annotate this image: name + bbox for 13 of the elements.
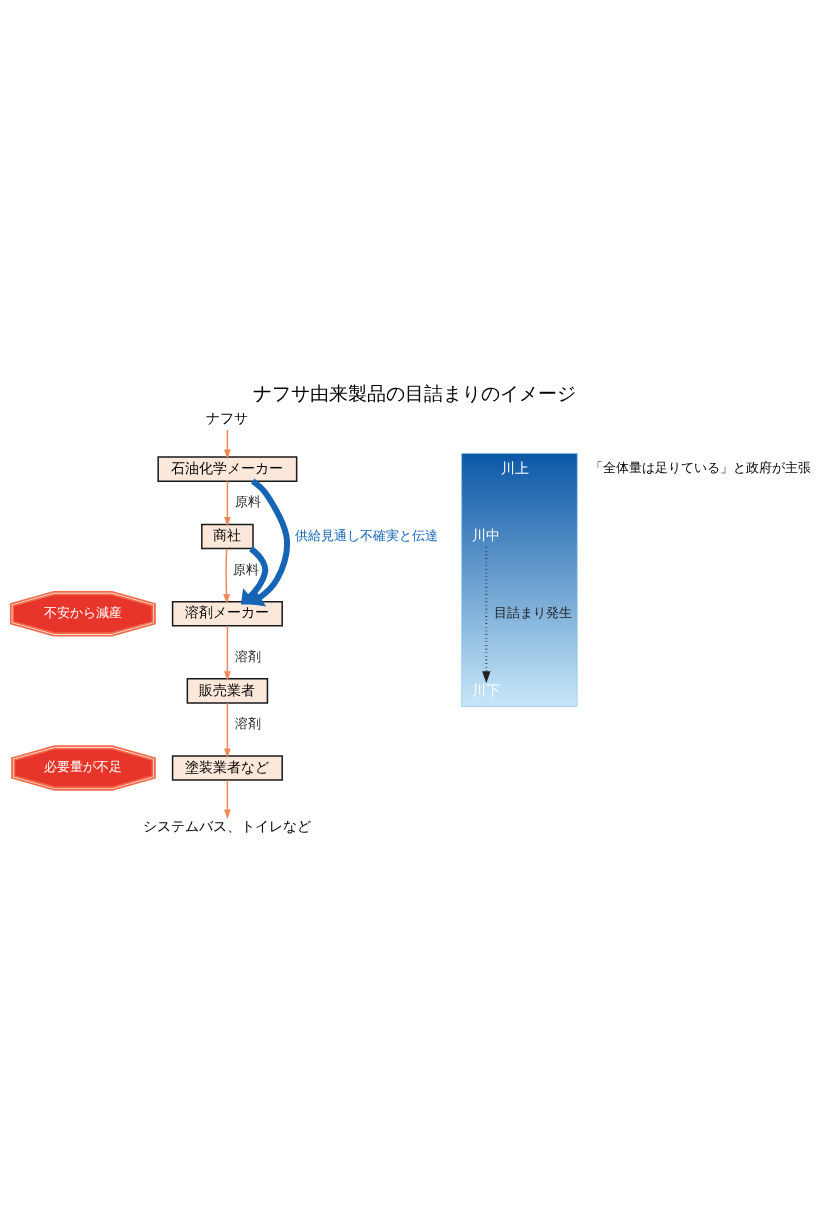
label: 「全体量は足りている」と政府が主張 — [589, 459, 811, 475]
diagram-title: ナフサ由来製品の目詰まりのイメージ — [253, 381, 576, 405]
node-text: 川中 — [472, 526, 501, 543]
edge-label: 目詰まり発生 — [493, 604, 572, 620]
edge-label: 原料 — [233, 561, 260, 577]
node-text: システムバス、トイレなど — [143, 817, 312, 834]
edge-label: 供給見通し不確実と伝達 — [295, 527, 439, 543]
edge-label: 溶剤 — [234, 715, 261, 731]
node-text: ナフサ — [206, 409, 249, 426]
edge-label: 溶剤 — [234, 648, 261, 664]
node-text: 川下 — [472, 681, 501, 698]
node-text: 川上 — [501, 459, 530, 476]
edge-label: 原料 — [234, 493, 261, 509]
